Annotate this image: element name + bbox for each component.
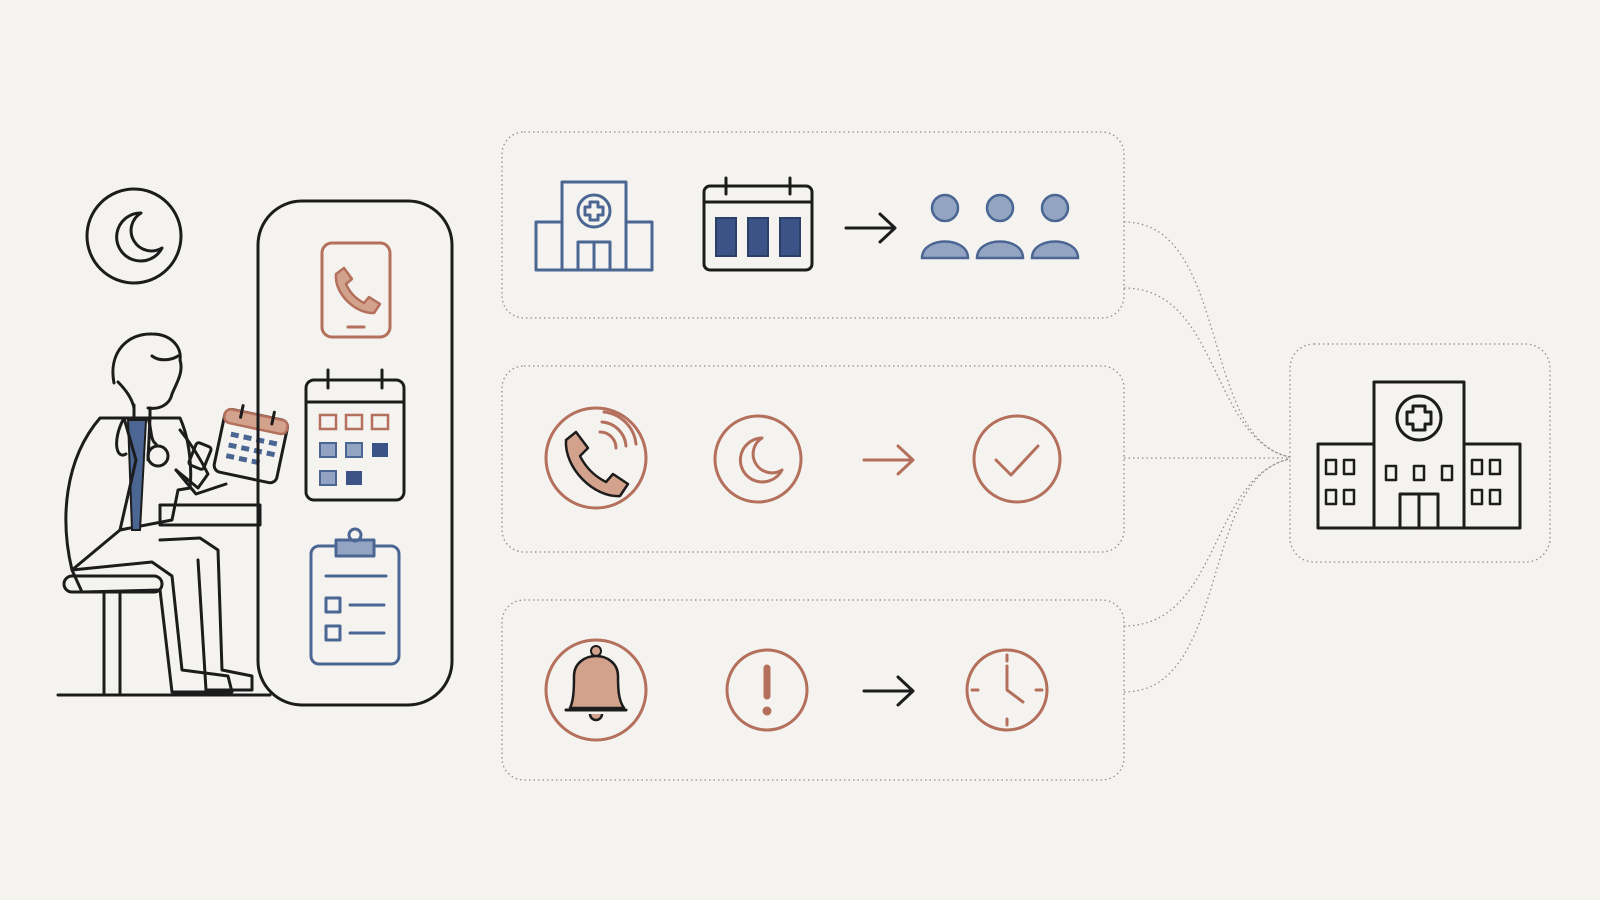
destination-hospital: [1289, 343, 1551, 563]
arrow-right-icon: [862, 675, 915, 707]
bell-icon: [544, 638, 648, 742]
schedule-calendar-icon: [702, 176, 814, 272]
smartphone-icon: [320, 241, 392, 339]
calendar-icon: [304, 368, 406, 502]
arrow-right-icon: [862, 444, 915, 476]
check-circle-icon: [972, 414, 1062, 504]
clock-icon: [965, 648, 1049, 732]
desk: [158, 503, 262, 527]
flow-row-staffing: [501, 131, 1125, 319]
clinician-figure-icon: [64, 332, 254, 694]
connector-lines: [1123, 221, 1291, 693]
stool: [62, 574, 164, 696]
staff-group-icon: [920, 193, 1080, 260]
flow-row-night-calls: [501, 365, 1125, 553]
clipboard-checklist-icon: [309, 527, 401, 666]
tool-panel: [256, 199, 454, 707]
moon-icon: [713, 414, 803, 504]
flow-row-alerts: [501, 599, 1125, 781]
alert-icon: [725, 648, 809, 732]
night-moon-icon: [85, 187, 183, 285]
hospital-icon: [534, 180, 654, 272]
hospital-building-icon: [1316, 380, 1522, 530]
arrow-right-icon: [844, 212, 897, 244]
tablet-calendar-icon: [212, 404, 289, 485]
clinician-scene: [56, 187, 454, 707]
phone-ringing-icon: [544, 406, 648, 510]
